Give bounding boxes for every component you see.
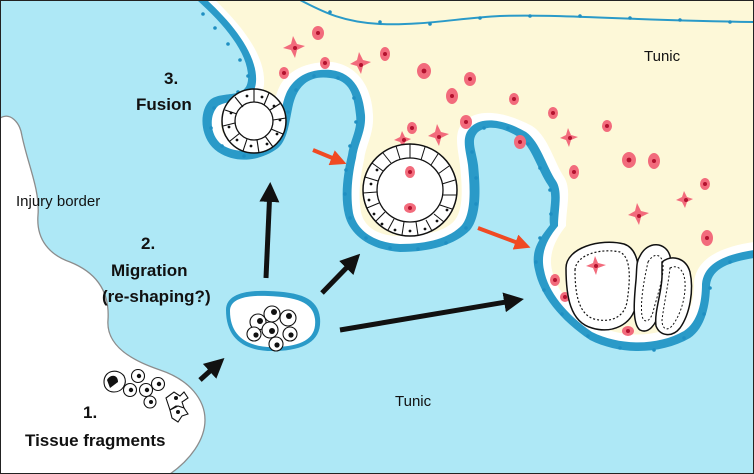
middle-vesicle	[362, 143, 458, 237]
epithelium-top-line	[299, 0, 754, 26]
epithelium-nuclei	[201, 10, 732, 352]
black-arrows	[198, 182, 524, 382]
injury-border-label: Injury border	[16, 193, 100, 210]
arrow-icon	[477, 226, 531, 250]
step1-label: Tissue fragments	[25, 431, 165, 450]
tunic-bottom-label: Tunic	[395, 393, 432, 410]
step3-number: 3.	[164, 69, 178, 88]
tunic-top-label: Tunic	[644, 48, 681, 65]
fused-vesicles	[565, 241, 693, 336]
tunic-cell-icon	[350, 52, 371, 74]
arrow-icon	[198, 357, 225, 382]
tissue-fragments	[103, 368, 189, 423]
arrow-icon	[312, 148, 347, 166]
arrow-icon	[339, 292, 524, 333]
step2-label-line2: (re-shaping?)	[102, 287, 211, 306]
arrow-icon	[259, 182, 280, 279]
arrow-icon	[320, 253, 361, 295]
step2-label-line1: Migration	[111, 261, 188, 280]
cell-icon	[169, 405, 189, 423]
step2-number: 2.	[141, 234, 155, 253]
step1-number: 1.	[83, 403, 97, 422]
tunic-cell-icon	[628, 203, 649, 225]
tunic-cell-icon	[428, 124, 449, 146]
red-arrows	[312, 148, 531, 250]
step3-label: Fusion	[136, 95, 192, 114]
fusion-vesicle	[221, 88, 287, 154]
migrating-fragment	[226, 290, 321, 352]
